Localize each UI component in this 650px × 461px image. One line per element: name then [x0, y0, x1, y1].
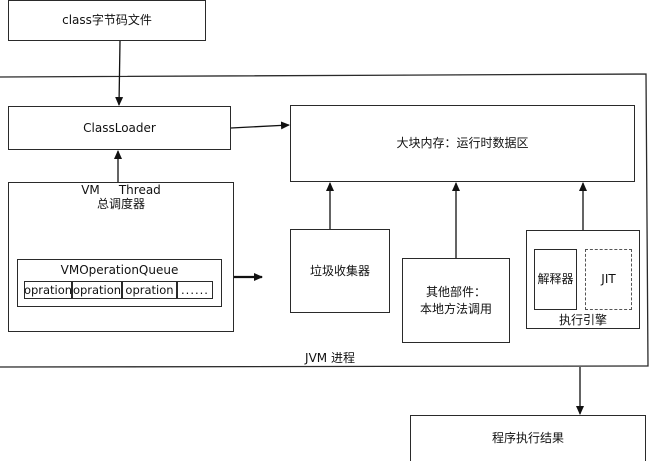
interpreter-box: 解释器 — [534, 249, 577, 310]
garbage-collector-label: 垃圾收集器 — [309, 263, 370, 278]
vm-operation-queue-label: VMOperationQueue — [60, 263, 179, 277]
queue-cell-text: opration — [125, 283, 174, 297]
jvm-process-border — [0, 73, 649, 368]
program-result-label: 程序执行结果 — [491, 431, 564, 446]
runtime-data-area-label: 大块内存：运行时数据区 — [396, 136, 529, 151]
garbage-collector-box: 垃圾收集器 — [290, 229, 390, 313]
execution-engine-label: 执行引擎 — [558, 313, 607, 327]
jit-label: JIT — [601, 272, 616, 287]
queue-cell-text: opration — [23, 283, 73, 297]
vm-thread-label-line1: VM Thread — [81, 183, 161, 197]
arrow-classfile-to-classloader — [115, 40, 124, 106]
program-result-box: 程序执行结果 — [410, 415, 646, 461]
queue-cell: opration — [24, 281, 72, 299]
queue-cell-text: ...... — [181, 283, 209, 297]
classloader-box: ClassLoader — [8, 106, 231, 150]
queue-cell-text: opration — [72, 283, 122, 297]
jit-box: JIT — [585, 249, 632, 310]
other-components-label-line2: 本地方法调用 — [419, 301, 492, 316]
vm-thread-label-line2: 总调度器 — [96, 197, 145, 212]
runtime-data-area-box: 大块内存：运行时数据区 — [290, 105, 635, 182]
class-file-box: class字节码文件 — [8, 0, 206, 41]
queue-cell: opration — [122, 281, 177, 299]
arrow-classloader-to-memory — [230, 121, 290, 130]
queue-cell: ...... — [177, 281, 213, 299]
other-components-label-line1: 其他部件： — [425, 285, 486, 300]
class-file-label: class字节码文件 — [62, 13, 152, 28]
interpreter-label: 解释器 — [537, 272, 574, 287]
vm-thread-label: VM Thread 总调度器 — [8, 183, 234, 212]
vm-thread-box — [8, 182, 234, 332]
queue-cell: opration — [72, 281, 122, 299]
classloader-label: ClassLoader — [83, 120, 156, 135]
jvm-process-label: JVM 进程 — [305, 351, 355, 365]
other-components-box: 其他部件： 本地方法调用 — [402, 258, 510, 343]
